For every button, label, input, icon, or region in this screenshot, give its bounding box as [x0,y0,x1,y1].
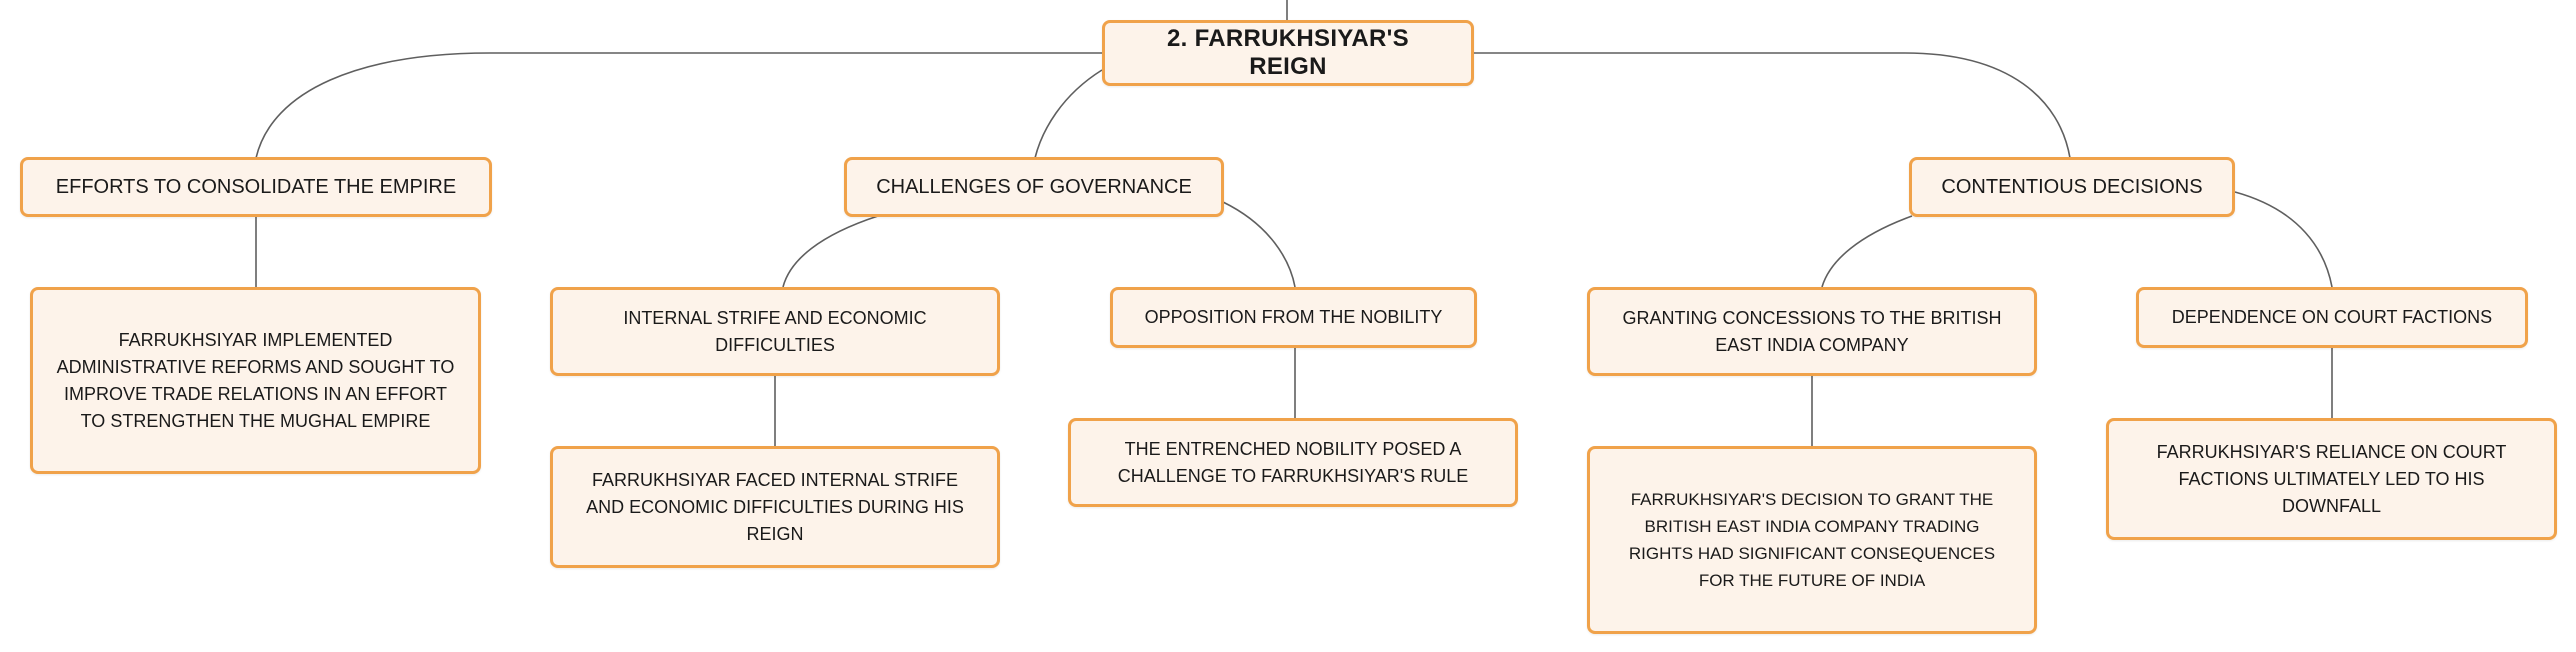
concessions-detail-text: FARRUKHSIYAR'S DECISION TO GRANT THE BRI… [1628,490,1996,590]
nobility-topic-node[interactable]: OPPOSITION FROM THE NOBILITY [1110,287,1477,348]
factions-topic-node[interactable]: DEPENDENCE ON COURT FACTIONS [2136,287,2528,348]
factions-detail-node[interactable]: FARRUKHSIYAR'S RELIANCE ON COURT FACTION… [2106,418,2557,540]
connector-challenges-to-strife [782,215,879,288]
strife-topic-label: INTERNAL STRIFE AND ECONOMIC DIFFICULTIE… [623,307,927,355]
efforts-detail-node[interactable]: FARRUKHSIYAR IMPLEMENTED ADMINISTRATIVE … [30,287,481,474]
connector-root-to-efforts [255,52,1102,159]
concessions-topic-label: GRANTING CONCESSIONS TO THE BRITISH EAST… [1622,307,2002,355]
nobility-topic-label: OPPOSITION FROM THE NOBILITY [1144,307,1443,327]
branch-contentious-label: CONTENTIOUS DECISIONS [1941,175,2203,198]
efforts-detail-text: FARRUKHSIYAR IMPLEMENTED ADMINISTRATIVE … [56,329,455,431]
root-topic-label: 2. FARRUKHSIYAR'S REIGN [1167,25,1409,80]
strife-topic-node[interactable]: INTERNAL STRIFE AND ECONOMIC DIFFICULTIE… [550,287,1000,376]
branch-challenges-label: CHALLENGES OF GOVERNANCE [876,175,1192,198]
connector-root-to-challenges [1034,69,1103,159]
branch-challenges-node[interactable]: CHALLENGES OF GOVERNANCE [844,157,1224,217]
branch-contentious-node[interactable]: CONTENTIOUS DECISIONS [1909,157,2235,217]
root-topic-node[interactable]: 2. FARRUKHSIYAR'S REIGN [1102,20,1474,86]
concessions-detail-node[interactable]: FARRUKHSIYAR'S DECISION TO GRANT THE BRI… [1587,446,2037,634]
factions-detail-text: FARRUKHSIYAR'S RELIANCE ON COURT FACTION… [2156,441,2507,516]
branch-efforts-label: EFFORTS TO CONSOLIDATE THE EMPIRE [55,175,457,198]
strife-detail-text: FARRUKHSIYAR FACED INTERNAL STRIFE AND E… [586,469,964,544]
nobility-detail-node[interactable]: THE ENTRENCHED NOBILITY POSED A CHALLENG… [1068,418,1518,507]
strife-detail-node[interactable]: FARRUKHSIYAR FACED INTERNAL STRIFE AND E… [550,446,1000,568]
connector-challenges-to-nobility [1222,201,1296,288]
branch-efforts-node[interactable]: EFFORTS TO CONSOLIDATE THE EMPIRE [20,157,492,217]
connector-contentious-to-concessions [1821,215,1913,288]
concessions-topic-node[interactable]: GRANTING CONCESSIONS TO THE BRITISH EAST… [1587,287,2037,376]
connector-root-to-contentious [1474,52,2071,159]
connector-contentious-to-factions [2234,191,2333,288]
nobility-detail-text: THE ENTRENCHED NOBILITY POSED A CHALLENG… [1117,438,1469,486]
factions-topic-label: DEPENDENCE ON COURT FACTIONS [2171,307,2493,327]
